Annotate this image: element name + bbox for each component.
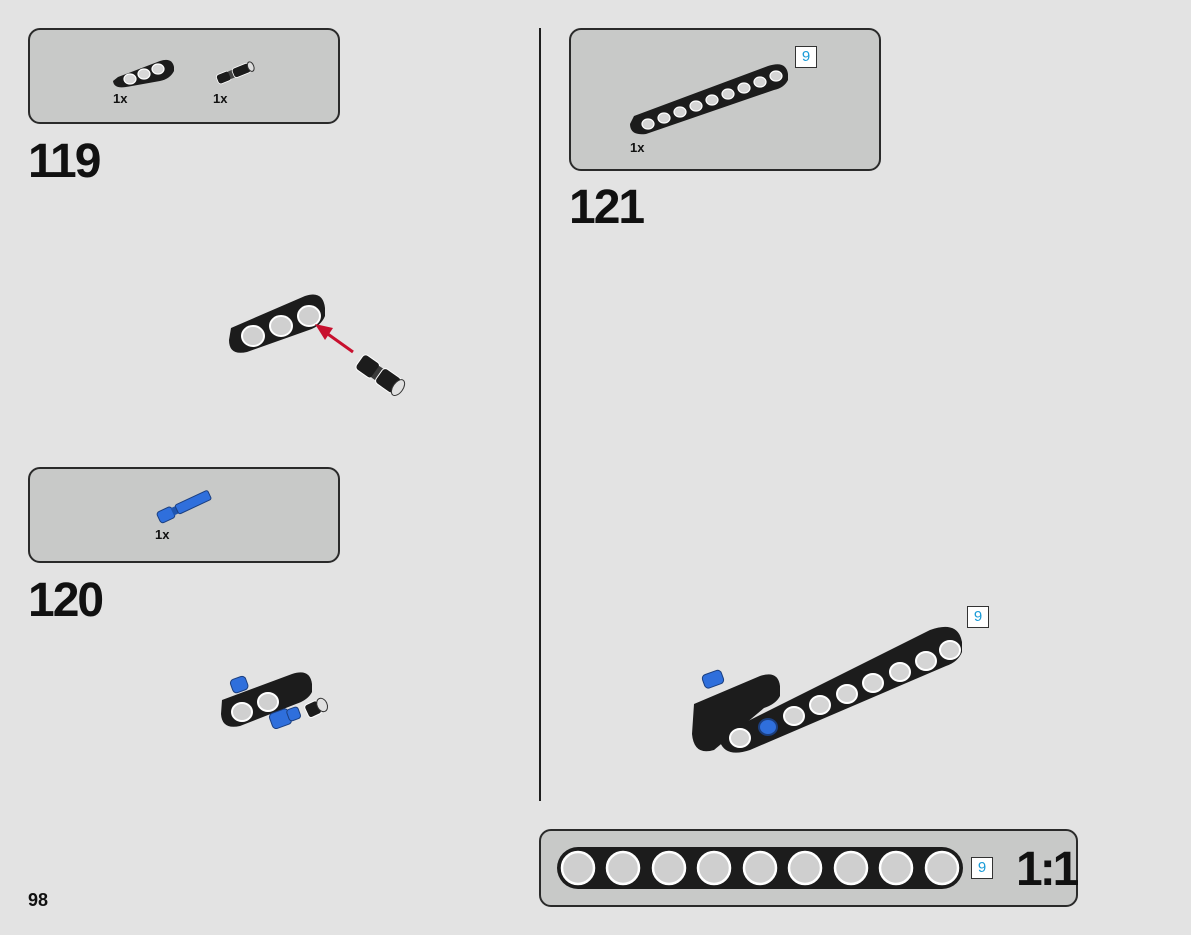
part-qty: 1x — [155, 527, 170, 542]
step-number: 119 — [28, 135, 101, 188]
axle-pin-blue-icon — [156, 490, 212, 524]
page-number: 98 — [28, 890, 49, 910]
friction-pin-black-icon — [216, 61, 255, 85]
beam-3-icon — [113, 59, 174, 88]
part-qty: 1x — [213, 91, 228, 106]
beam-9-icon — [557, 847, 963, 889]
beam-9-icon — [630, 64, 788, 135]
beam-length-tag: 9 — [967, 606, 989, 628]
step-number: 121 — [569, 181, 645, 234]
assembly-120-illustration — [221, 672, 329, 730]
step-number: 120 — [28, 574, 104, 627]
assembly-arrow-icon — [315, 324, 354, 354]
assembly-119-illustration — [229, 294, 406, 397]
column-divider — [539, 28, 541, 801]
part-qty: 1x — [630, 140, 645, 155]
assembly-121-illustration — [692, 626, 962, 753]
beam-length-tag: 9 — [971, 857, 993, 879]
scale-label: 1:1 — [1016, 843, 1079, 896]
part-qty: 1x — [113, 91, 128, 106]
beam-length-tag: 9 — [795, 46, 817, 68]
parts-box-step-119 — [28, 28, 340, 124]
parts-box-step-120 — [28, 467, 340, 563]
